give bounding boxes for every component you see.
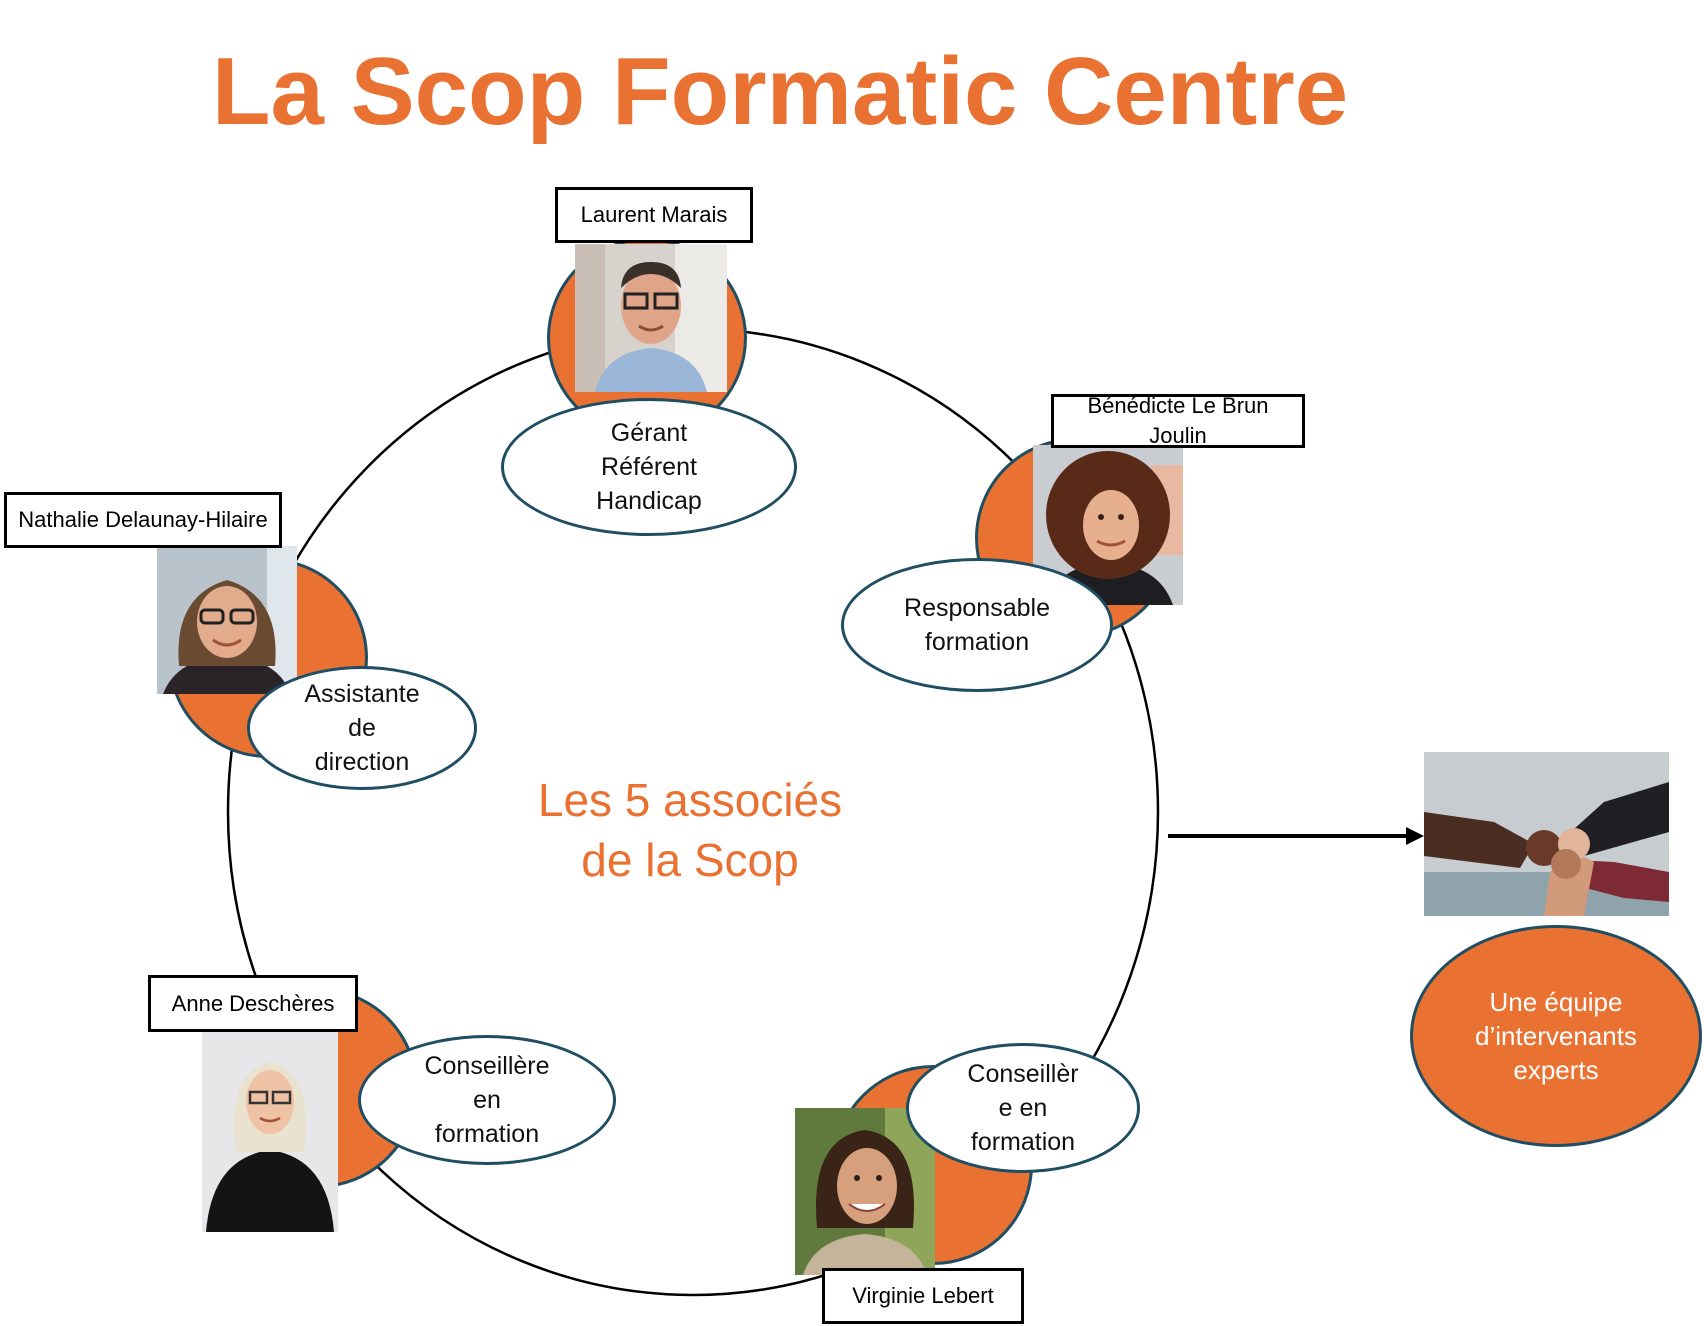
- member-role-nathalie: Assistante de direction: [247, 666, 477, 790]
- photo-virginie-lebert: [795, 1108, 935, 1275]
- center-caption: Les 5 associés de la Scop: [537, 774, 843, 886]
- member-name-virginie: Virginie Lebert: [822, 1268, 1024, 1324]
- member-name-laurent: Laurent Marais: [555, 187, 753, 243]
- member-name-nathalie: Nathalie Delaunay-Hilaire: [4, 492, 282, 548]
- member-role-benedicte: Responsable formation: [841, 558, 1113, 692]
- team-experts-oval: Une équipe d’intervenants experts: [1410, 925, 1702, 1147]
- member-name-benedicte: Bénédicte Le Brun Joulin: [1051, 393, 1305, 448]
- photo-team-fist-bump: [1424, 752, 1669, 916]
- page-title: La Scop Formatic Centre: [211, 38, 1349, 145]
- member-role-virginie: Conseillèr e en formation: [906, 1043, 1140, 1173]
- photo-anne-descheres: [202, 1032, 338, 1232]
- photo-nathalie-delaunay-hilaire: [157, 546, 297, 694]
- member-role-anne: Conseillère en formation: [358, 1035, 616, 1165]
- photo-laurent-marais: [575, 244, 727, 392]
- member-role-laurent: Gérant Référent Handicap: [501, 398, 797, 536]
- member-name-anne: Anne Deschères: [148, 975, 358, 1032]
- team-arrow-head: [1406, 827, 1424, 845]
